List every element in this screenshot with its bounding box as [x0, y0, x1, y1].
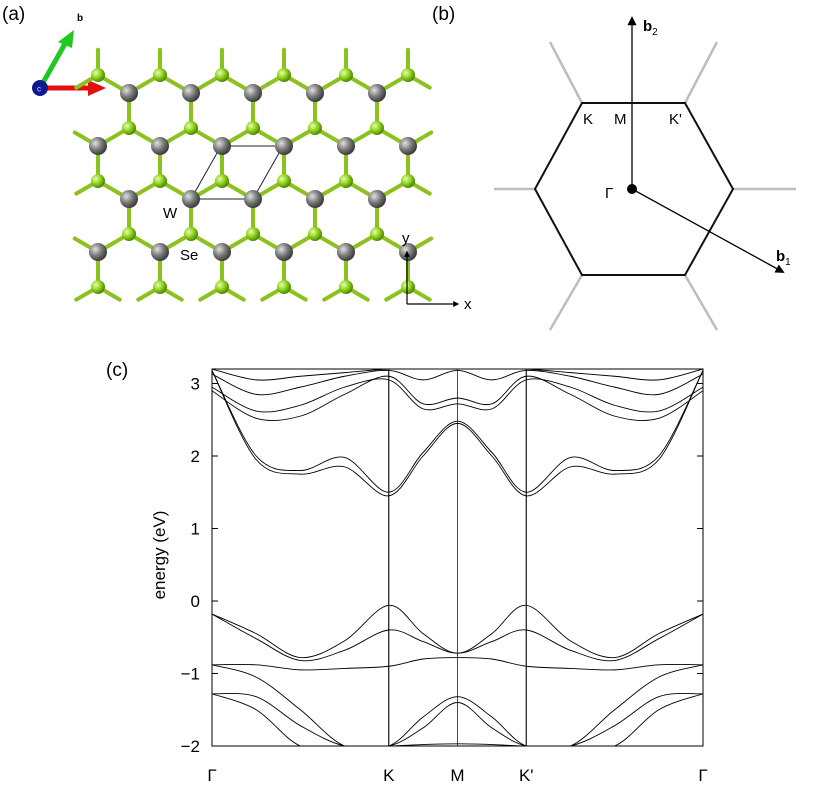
se-atom [246, 121, 260, 135]
c-axis-dot [32, 80, 48, 96]
panel-b-label: (b) [432, 4, 455, 25]
atom-layer [89, 68, 417, 294]
b-axis-arrow-head [58, 30, 74, 48]
w-atom [89, 137, 107, 155]
x-tick-labels: Γ K M K' Γ [207, 766, 707, 785]
k-point-label: K [383, 766, 395, 785]
se-atom [122, 121, 136, 135]
coord-y-label: y [402, 230, 410, 247]
se-atom [370, 121, 384, 135]
se-atom [215, 68, 229, 82]
w-atom [337, 243, 355, 261]
high-symmetry-lines [388, 369, 527, 746]
se-atom [401, 174, 415, 188]
w-atom [89, 243, 107, 261]
w-atom [151, 137, 169, 155]
w-atom [213, 137, 231, 155]
se-atom [184, 121, 198, 135]
w-atom [399, 137, 417, 155]
se-atom [401, 280, 415, 294]
se-atom [339, 280, 353, 294]
panel-c-label: (c) [106, 360, 128, 381]
atom-label-w: W [163, 205, 178, 222]
y-tick-label: −2 [181, 737, 200, 756]
y-axis-label: energy (eV) [150, 511, 169, 600]
w-atom [306, 84, 324, 102]
se-atom [277, 280, 291, 294]
b1-label: b1 [776, 248, 791, 268]
se-atom [339, 68, 353, 82]
bz-label-m: M [614, 111, 627, 128]
se-atom [153, 280, 167, 294]
y-tick-label: 1 [191, 520, 200, 539]
se-atom [215, 280, 229, 294]
plot-frame [211, 368, 704, 747]
band-line [212, 664, 703, 746]
y-tick-label: −1 [181, 665, 200, 684]
bz-label-gamma: Γ [605, 185, 613, 202]
y-tick-label: 0 [191, 592, 200, 611]
coord-x-label: x [464, 296, 472, 313]
band-line [212, 692, 703, 746]
b-axis-arrow-shaft [37, 40, 69, 90]
y-ticks: −2 −1 0 1 2 3 [181, 375, 703, 756]
y-tick-label: 2 [191, 447, 200, 466]
neighbor-zone-edges [494, 41, 796, 331]
se-atom [308, 227, 322, 241]
w-atom [337, 137, 355, 155]
w-atom [368, 190, 386, 208]
gamma-point-dot [627, 184, 637, 194]
se-atom [339, 174, 353, 188]
se-atom [91, 68, 105, 82]
se-atom [277, 68, 291, 82]
bz-label-kprime: K' [669, 111, 682, 128]
w-atom [368, 84, 386, 102]
k-point-label: M [450, 766, 464, 785]
se-atom [184, 227, 198, 241]
se-atom [246, 227, 260, 241]
w-atom [213, 243, 231, 261]
atom-label-se: Se [180, 247, 198, 264]
w-atom [306, 190, 324, 208]
first-brillouin-zone [533, 102, 735, 276]
w-atom [151, 243, 169, 261]
w-atom [182, 190, 200, 208]
se-atom [215, 174, 229, 188]
bz-label-k: K [583, 111, 593, 128]
se-atom [401, 68, 415, 82]
a-axis-arrow-head [88, 80, 106, 96]
se-atom [122, 227, 136, 241]
w-atom [275, 243, 293, 261]
k-point-label: K' [519, 766, 534, 785]
se-atom [370, 227, 384, 241]
se-atom [308, 121, 322, 135]
w-atom [182, 84, 200, 102]
se-atom [91, 174, 105, 188]
c-axis-label: c [37, 85, 41, 94]
panel-a-crystal-structure: (a) c b a W Se y x [2, 4, 472, 313]
w-atom [244, 84, 262, 102]
b2-label: b2 [643, 18, 658, 38]
k-point-label: Γ [207, 766, 216, 785]
panel-c-band-structure: (c) energy (eV) −2 −1 0 1 2 3 Γ K M K' Γ [106, 360, 708, 785]
y-tick-label: 3 [191, 375, 200, 394]
panel-b-brillouin-zone: (b) K M K' Γ b2 b1 [432, 4, 796, 331]
se-atom [91, 280, 105, 294]
panel-a-label: (a) [2, 4, 25, 25]
w-atom [244, 190, 262, 208]
w-atom [120, 190, 138, 208]
lattice-vector-triad: c b a [32, 13, 126, 96]
w-atom [275, 137, 293, 155]
xy-coordinate-axes: y x [402, 230, 472, 313]
k-point-label: Γ [698, 766, 707, 785]
band-line [212, 369, 703, 381]
w-atom [120, 84, 138, 102]
b1-vector-arrow [631, 188, 785, 273]
b-axis-label: b [77, 13, 83, 24]
se-atom [153, 68, 167, 82]
se-atom [153, 174, 167, 188]
se-atom [277, 174, 291, 188]
